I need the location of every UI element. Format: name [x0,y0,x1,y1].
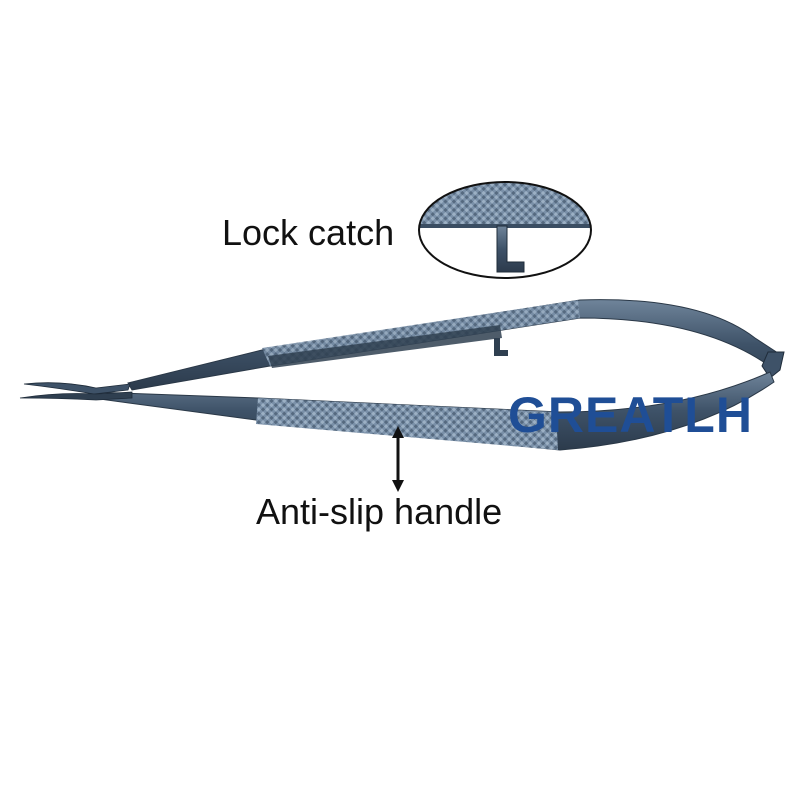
brand-watermark: GREATLH [508,387,753,443]
lower-handle [91,371,775,451]
blades [19,382,133,401]
lock-catch-label: Lock catch [222,212,395,253]
spring-tip [761,351,785,379]
upper-handle [127,299,782,391]
anti-slip-arrow [392,426,404,492]
lock-catch-zoom-bubble [418,181,592,279]
anti-slip-handle-label: Anti-slip handle [256,491,503,532]
